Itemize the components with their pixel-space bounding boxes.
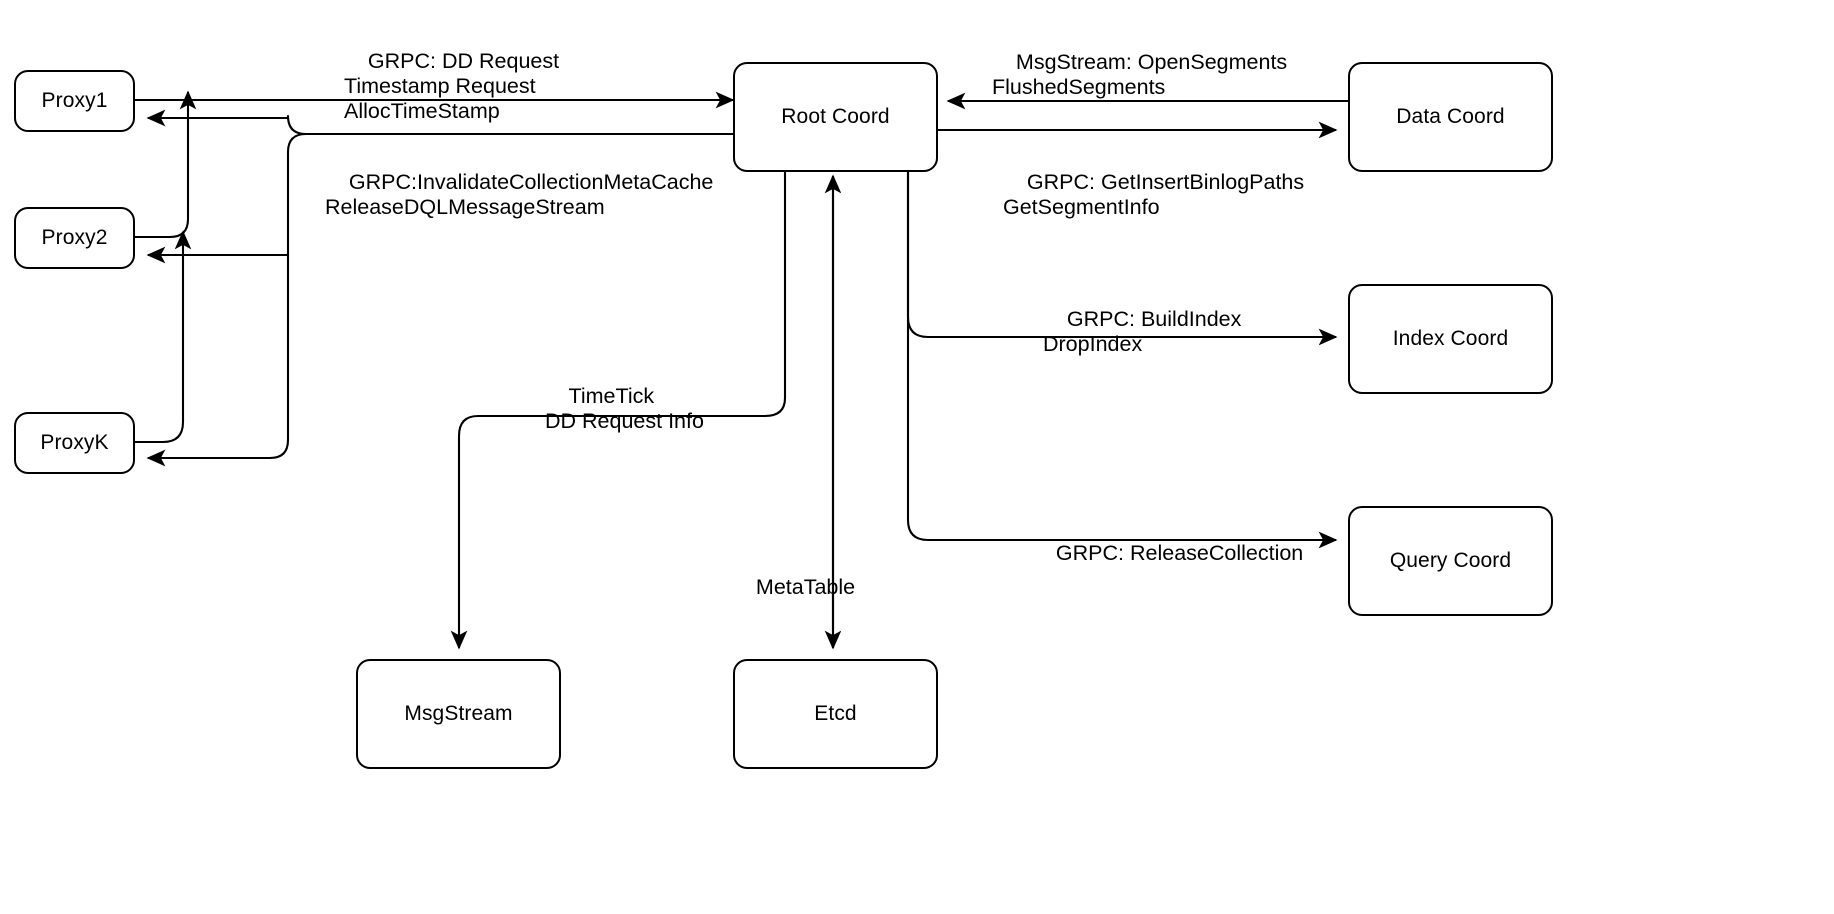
edge-label-proxy-to-root: GRPC: DD Request Timestamp Request Alloc…	[344, 24, 559, 150]
node-proxy1-label: Proxy1	[41, 89, 108, 113]
edge-label-root-to-proxy: GRPC:InvalidateCollectionMetaCache Relea…	[325, 145, 713, 246]
edge-label-datacoord-to-root-text: MsgStream: OpenSegments FlushedSegments	[992, 50, 1288, 100]
node-proxyk-label: ProxyK	[40, 431, 109, 455]
node-msgstream[interactable]: MsgStream	[356, 659, 561, 769]
node-index-coord-label: Index Coord	[1392, 327, 1509, 351]
edge-label-root-to-etcd: MetaTable	[732, 550, 855, 625]
edge-label-root-to-querycoord-text: GRPC: ReleaseCollection	[1055, 541, 1304, 566]
edge-proxyk-riser	[135, 230, 192, 444]
edge-label-root-to-querycoord: GRPC: ReleaseCollection	[1032, 516, 1303, 591]
node-data-coord[interactable]: Data Coord	[1348, 62, 1553, 172]
node-proxyk[interactable]: ProxyK	[14, 412, 135, 474]
node-root-coord[interactable]: Root Coord	[733, 62, 938, 172]
edge-label-root-to-etcd-text: MetaTable	[755, 575, 856, 600]
node-proxy1[interactable]: Proxy1	[14, 70, 135, 132]
node-msgstream-label: MsgStream	[404, 702, 513, 726]
edge-label-root-to-datacoord: GRPC: GetInsertBinlogPaths GetSegmentInf…	[1003, 145, 1304, 246]
node-index-coord[interactable]: Index Coord	[1348, 284, 1553, 394]
edge-label-root-to-indexcoord-text: GRPC: BuildIndex DropIndex	[1043, 307, 1242, 357]
node-proxy2-label: Proxy2	[41, 226, 108, 250]
node-query-coord[interactable]: Query Coord	[1348, 506, 1553, 616]
edge-label-root-to-datacoord-text: GRPC: GetInsertBinlogPaths GetSegmentInf…	[1003, 170, 1305, 220]
edge-label-proxy-to-root-text: GRPC: DD Request Timestamp Request Alloc…	[344, 49, 560, 124]
node-root-coord-label: Root Coord	[781, 105, 890, 129]
edge-label-root-to-proxy-text: GRPC:InvalidateCollectionMetaCache Relea…	[325, 170, 714, 220]
edge-label-root-to-msgstream: TimeTick DD Request Info	[545, 359, 704, 460]
node-query-coord-label: Query Coord	[1389, 549, 1512, 573]
node-proxy2[interactable]: Proxy2	[14, 207, 135, 269]
edge-label-root-to-indexcoord: GRPC: BuildIndex DropIndex	[1043, 282, 1241, 383]
node-data-coord-label: Data Coord	[1396, 105, 1505, 129]
edge-label-datacoord-to-root: MsgStream: OpenSegments FlushedSegments	[992, 25, 1287, 126]
edge-label-root-to-msgstream-text: TimeTick DD Request Info	[545, 384, 704, 434]
edge-proxy2-riser	[135, 90, 197, 239]
node-etcd-label: Etcd	[814, 702, 857, 726]
node-etcd[interactable]: Etcd	[733, 659, 938, 769]
